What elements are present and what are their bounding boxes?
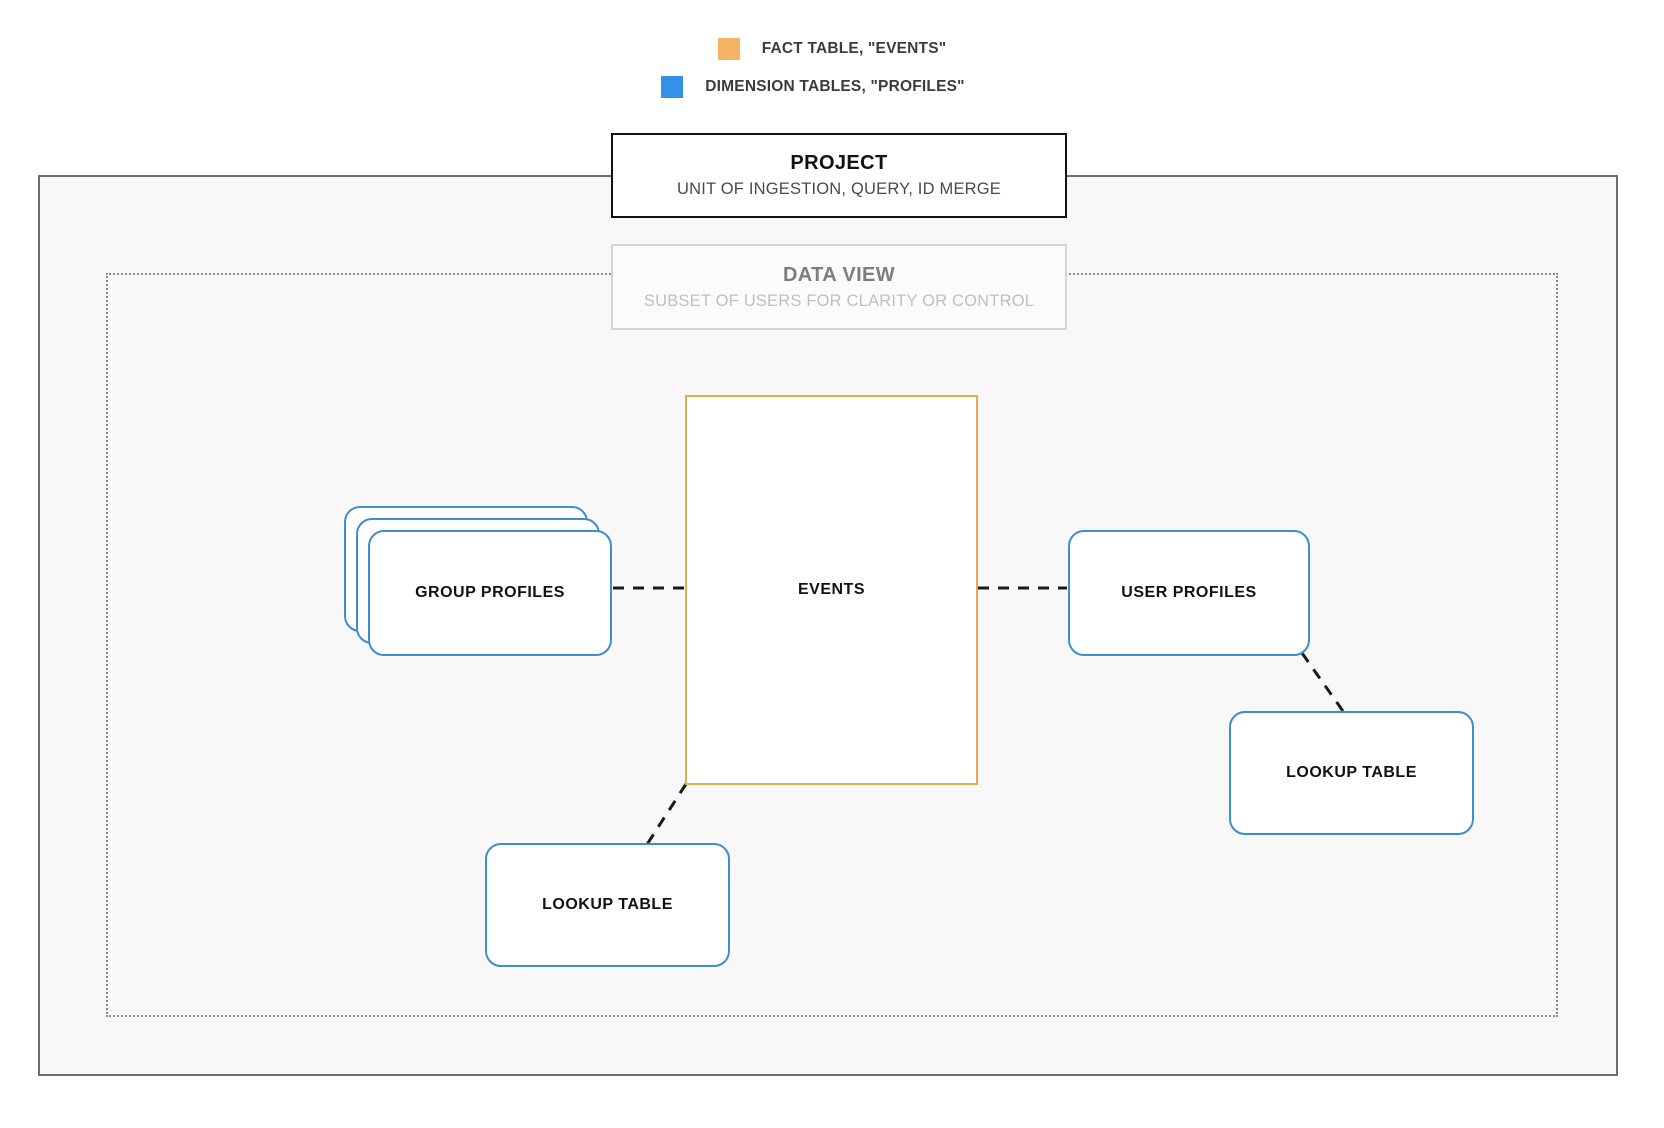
legend-label-fact: FACT TABLE, "EVENTS" [761,40,947,57]
group-profiles-label: GROUP PROFILES [415,584,565,601]
data-view-title: DATA VIEW [782,263,896,286]
lookup-table-right-label: LOOKUP TABLE [1286,764,1417,781]
project-card[interactable]: PROJECT UNIT OF INGESTION, QUERY, ID MER… [611,133,1067,218]
user-profiles-card[interactable]: USER PROFILES [1068,530,1310,656]
legend-row-fact: FACT TABLE, "EVENTS" [0,30,1664,68]
user-profiles-label: USER PROFILES [1121,584,1257,601]
group-profiles-card[interactable]: GROUP PROFILES [368,530,612,656]
blue-square-swatch [661,76,684,98]
legend-row-dimension: DIMENSION TABLES, "PROFILES" [0,68,1664,106]
project-title: PROJECT [790,152,888,174]
events-label: EVENTS [797,581,865,598]
lookup-table-left-label: LOOKUP TABLE [542,896,673,913]
data-view-subtitle: SUBSET OF USERS FOR CLARITY OR CONTROL [643,291,1035,310]
events-fact-table[interactable]: EVENTS [685,395,978,785]
lookup-table-right-card[interactable]: LOOKUP TABLE [1229,711,1474,835]
orange-square-swatch [717,38,740,60]
project-subtitle: UNIT OF INGESTION, QUERY, ID MERGE [676,180,1001,198]
lookup-table-left-card[interactable]: LOOKUP TABLE [485,843,730,967]
data-view-card[interactable]: DATA VIEW SUBSET OF USERS FOR CLARITY OR… [611,244,1067,330]
legend-label-dimension: DIMENSION TABLES, "PROFILES" [705,78,965,95]
legend: FACT TABLE, "EVENTS" DIMENSION TABLES, "… [0,30,1664,106]
